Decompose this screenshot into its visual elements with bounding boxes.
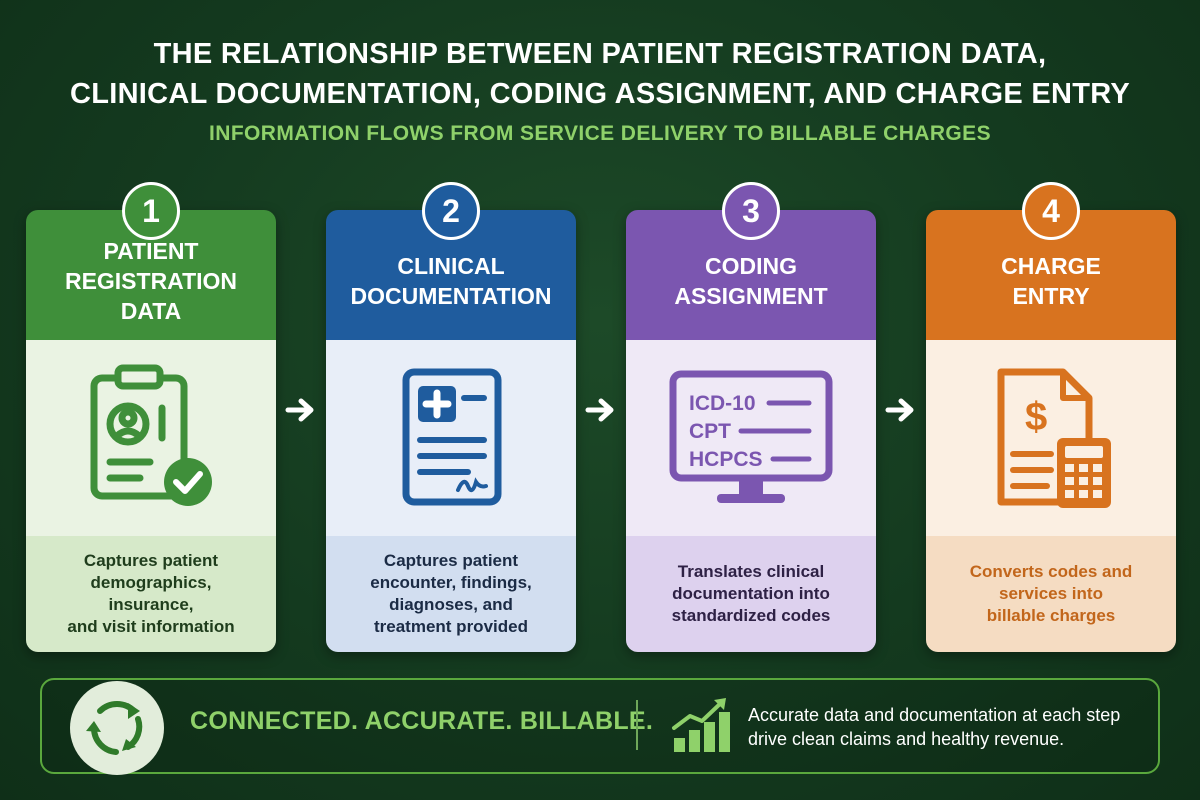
description-line: treatment provided [374, 617, 528, 636]
description-line: standardized codes [671, 606, 831, 625]
description-line: services into [999, 584, 1103, 603]
description-line: demographics, insurance, [90, 573, 212, 614]
banner-divider [636, 700, 638, 750]
diagram-title: THE RELATIONSHIP BETWEEN PATIENT REGISTR… [0, 34, 1200, 114]
cycle-arrows-icon [86, 700, 143, 755]
flow-arrow-icon [285, 398, 314, 422]
flow-arrow-icon [885, 398, 914, 422]
growth-chart-icon [672, 698, 730, 752]
description-line: encounter, findings, [370, 573, 532, 592]
description-line: Converts codes and [969, 562, 1133, 581]
step-title-line: DOCUMENTATION [350, 283, 552, 309]
step-title-line: DATA [120, 298, 182, 324]
monitor-code-cpt: CPT [689, 420, 731, 443]
summary-note: Accurate data and documentation at each … [748, 703, 1148, 751]
step-icon-area: $ [926, 340, 1176, 536]
description-line: billable charges [986, 606, 1116, 625]
title-line-2: CLINICAL DOCUMENTATION, CODING ASSIGNMEN… [69, 78, 1131, 110]
monitor-code-icd10: ICD-10 [689, 392, 756, 415]
clipboard-user-check-icon [90, 364, 212, 506]
step-card-documentation: CLINICAL DOCUMENTATION Captures patient … [326, 210, 576, 652]
step-title-line: ENTRY [1012, 283, 1090, 309]
step-number-badge: 3 [722, 182, 780, 240]
step-number-badge: 2 [422, 182, 480, 240]
description-line: Translates clinical [677, 562, 825, 581]
cycle-badge [70, 681, 164, 775]
description-line: Captures patient [383, 551, 519, 570]
step-icon-area [326, 340, 576, 536]
step-title-line: ASSIGNMENT [674, 283, 828, 309]
description-line: documentation into [672, 584, 830, 603]
step-card-charge-entry: CHARGE ENTRY $ Converts codes and [926, 210, 1176, 652]
step-title-line: CHARGE [1001, 253, 1101, 279]
step-card-registration: PATIENT REGISTRATION DATA Captures patie… [26, 210, 276, 652]
description-line: and visit information [67, 617, 235, 636]
step-icon-area [26, 340, 276, 536]
step-description: Converts codes and services into billabl… [926, 536, 1176, 652]
description-line: Captures patient [83, 551, 219, 570]
step-card-coding: CODING ASSIGNMENT ICD-10 CPT HCPCS Trans… [626, 210, 876, 652]
step-title-line: REGISTRATION [64, 268, 238, 294]
monitor-code-hcpcs: HCPCS [689, 448, 763, 471]
diagram-subtitle: INFORMATION FLOWS FROM SERVICE DELIVERY … [209, 122, 991, 145]
note-line: drive clean claims and healthy revenue. [748, 729, 1065, 749]
step-title-line: CODING [705, 253, 797, 279]
step-title-line: PATIENT [103, 238, 199, 264]
step-icon-area: ICD-10 CPT HCPCS [626, 340, 876, 536]
invoice-calculator-icon: $ [997, 368, 1111, 508]
description-line: diagnoses, and [389, 595, 513, 614]
medical-document-icon [402, 368, 502, 506]
summary-tagline: CONNECTED. ACCURATE. BILLABLE. [190, 707, 654, 735]
step-description: Captures patient encounter, findings, di… [326, 536, 576, 652]
step-description: Translates clinical documentation into s… [626, 536, 876, 652]
summary-banner [40, 678, 1160, 774]
svg-text:$: $ [1025, 395, 1047, 439]
title-line-1: THE RELATIONSHIP BETWEEN PATIENT REGISTR… [153, 38, 1047, 70]
note-line: Accurate data and documentation at each … [748, 705, 1121, 725]
step-number-badge: 1 [122, 182, 180, 240]
step-title-line: CLINICAL [397, 253, 505, 279]
flow-arrow-icon [585, 398, 614, 422]
computer-monitor-codes-icon: ICD-10 CPT HCPCS [669, 370, 833, 503]
step-description: Captures patient demographics, insurance… [26, 536, 276, 652]
step-number-badge: 4 [1022, 182, 1080, 240]
